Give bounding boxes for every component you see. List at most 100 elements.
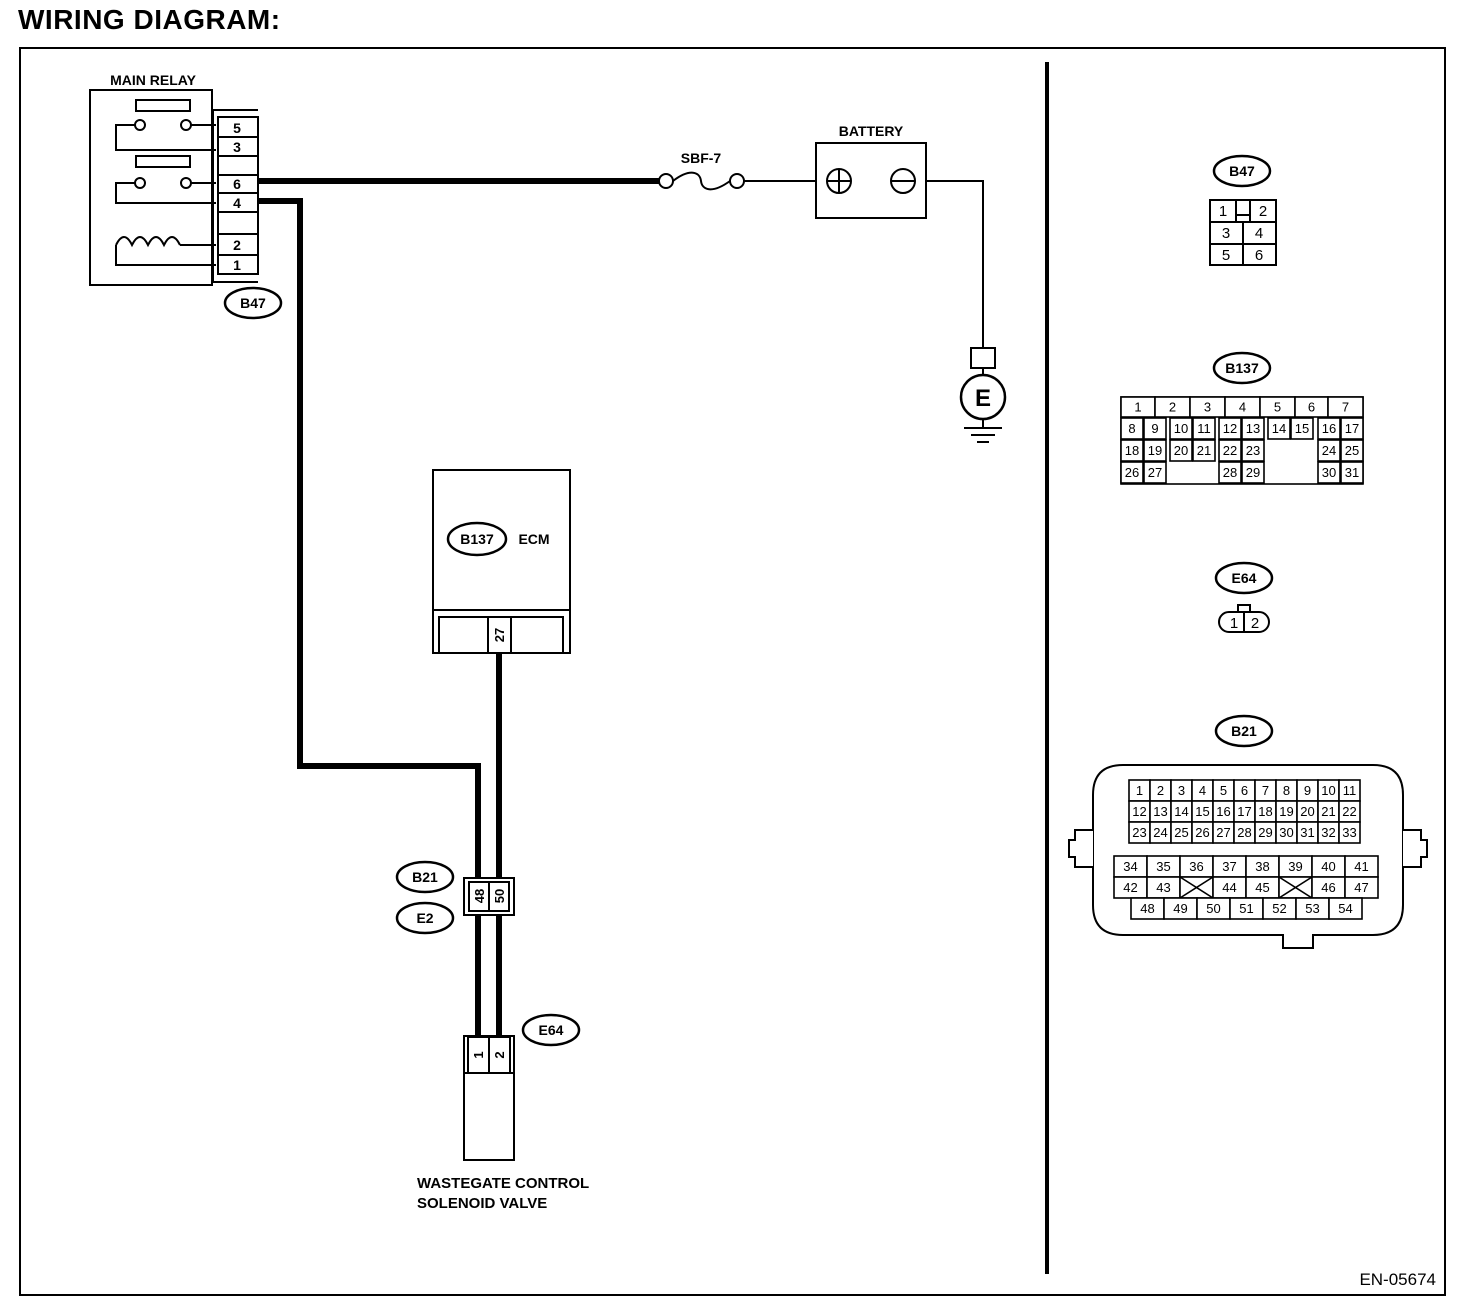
battery-label: BATTERY	[839, 123, 904, 139]
connector-tag-e2	[395, 901, 455, 935]
connector-pin: 54	[1338, 901, 1352, 916]
connector-pin: 11	[1343, 783, 1357, 798]
connector-pin: 38	[1255, 859, 1269, 874]
ecm: 27 B137 ECM	[432, 469, 571, 654]
connector-pin: 40	[1321, 859, 1335, 874]
relay-pin-label: 4	[233, 195, 241, 211]
connector-pin: 2	[1259, 203, 1267, 220]
connector-view-b137-name: B137	[1225, 360, 1259, 376]
connector-pin: 18	[1125, 443, 1139, 458]
connector-pin: 16	[1322, 421, 1336, 436]
ecm-pin-label: 27	[492, 628, 507, 642]
connector-pin: 16	[1216, 804, 1230, 819]
connector-pin: 23	[1246, 443, 1260, 458]
connector-tag-b137	[446, 521, 508, 557]
connector-pin: 36	[1189, 859, 1203, 874]
connector-pin: 1	[1219, 203, 1227, 220]
connector-pin: 6	[1241, 783, 1248, 798]
relay-pin-label: 5	[233, 120, 241, 136]
connector-pin: 43	[1156, 880, 1170, 895]
connector-pin: 2	[1157, 783, 1164, 798]
fuse-sbf7: SBF-7	[658, 150, 745, 191]
connector-pin: 4	[1255, 225, 1263, 242]
connector-pin: 29	[1258, 825, 1272, 840]
connector-pin: 19	[1279, 804, 1293, 819]
connector-pin: 5	[1274, 400, 1281, 415]
connector-pin: 17	[1345, 421, 1359, 436]
relay-pin-label: 3	[233, 139, 241, 155]
connector-pin: 27	[1148, 465, 1162, 480]
connector-view-e64: E64 1 2	[1214, 561, 1274, 633]
diagram-frame	[19, 47, 1446, 1296]
connector-pin: 13	[1246, 421, 1260, 436]
main-relay: MAIN RELAY 5 3 6 4 2 1	[89, 72, 283, 320]
connector-pin: 26	[1195, 825, 1209, 840]
relay-pin-label: 6	[233, 176, 241, 192]
connector-pin: 29	[1246, 465, 1260, 480]
connector-pin: 11	[1197, 421, 1211, 436]
connector-pin: 28	[1223, 465, 1237, 480]
connector-pin: 20	[1300, 804, 1314, 819]
connector-pin: 47	[1354, 880, 1368, 895]
joint-pin-label: 48	[472, 889, 487, 903]
relay-pin-label: 2	[233, 237, 241, 253]
connector-pin: 48	[1140, 901, 1154, 916]
connector-pin: 8	[1283, 783, 1290, 798]
connector-pin: 1	[1230, 615, 1238, 632]
connector-pin: 17	[1237, 804, 1251, 819]
wires	[258, 178, 984, 1037]
connector-pin: 10	[1174, 421, 1188, 436]
connector-pin: 46	[1321, 880, 1335, 895]
connector-pin: 22	[1342, 804, 1356, 819]
ecm-label: ECM	[518, 531, 549, 547]
connector-pin: 1	[1134, 400, 1141, 415]
connector-tag-e64	[521, 1013, 581, 1047]
connector-pin: 3	[1204, 400, 1211, 415]
connector-pin: 21	[1321, 804, 1335, 819]
connector-pin: 7	[1342, 400, 1349, 415]
connector-pin: 30	[1322, 465, 1336, 480]
connector-pin: 3	[1222, 225, 1230, 242]
connector-pin: 49	[1173, 901, 1187, 916]
connector-pin: 25	[1174, 825, 1188, 840]
connector-pin: 37	[1222, 859, 1236, 874]
connector-pin: 32	[1321, 825, 1335, 840]
connector-pin: 14	[1272, 421, 1286, 436]
connector-pin: 26	[1125, 465, 1139, 480]
connector-pin: 18	[1258, 804, 1272, 819]
connector-pin: 44	[1222, 880, 1236, 895]
connector-pin: 24	[1153, 825, 1167, 840]
document-code: EN-05674	[1359, 1270, 1436, 1289]
solenoid-label-line1: WASTEGATE CONTROL	[417, 1175, 589, 1192]
connector-pin: 28	[1237, 825, 1251, 840]
connector-pin: 20	[1174, 443, 1188, 458]
ground-label: E	[975, 385, 991, 412]
connector-tag-e2-label: E2	[416, 910, 433, 926]
connector-pin: 5	[1222, 247, 1230, 264]
connector-tag-b137-label: B137	[460, 531, 494, 547]
connector-tag-b47	[223, 286, 283, 320]
solenoid-pin-label: 2	[492, 1051, 507, 1058]
fuse-label: SBF-7	[681, 150, 722, 166]
connector-pin: 27	[1216, 825, 1230, 840]
connector-pin: 13	[1153, 804, 1167, 819]
connector-pin: 51	[1239, 901, 1253, 916]
connector-tag-b21	[395, 860, 455, 894]
connector-view-b21-name: B21	[1231, 723, 1257, 739]
connector-pin: 25	[1345, 443, 1359, 458]
joint-connector: 48 50 B21 E2	[395, 860, 515, 935]
connector-pin: 52	[1272, 901, 1286, 916]
connector-pin: 12	[1223, 421, 1237, 436]
connector-view-b47-name: B47	[1229, 163, 1255, 179]
connector-pin: 50	[1206, 901, 1220, 916]
connector-pin: 9	[1151, 421, 1158, 436]
connector-pin: 31	[1300, 825, 1314, 840]
connector-pin: 6	[1308, 400, 1315, 415]
connector-view-e64-name: E64	[1232, 570, 1257, 586]
connector-pin: 8	[1128, 421, 1135, 436]
connector-pin: 34	[1123, 859, 1137, 874]
connector-pin: 45	[1255, 880, 1269, 895]
connector-tag-b47-label: B47	[240, 295, 266, 311]
